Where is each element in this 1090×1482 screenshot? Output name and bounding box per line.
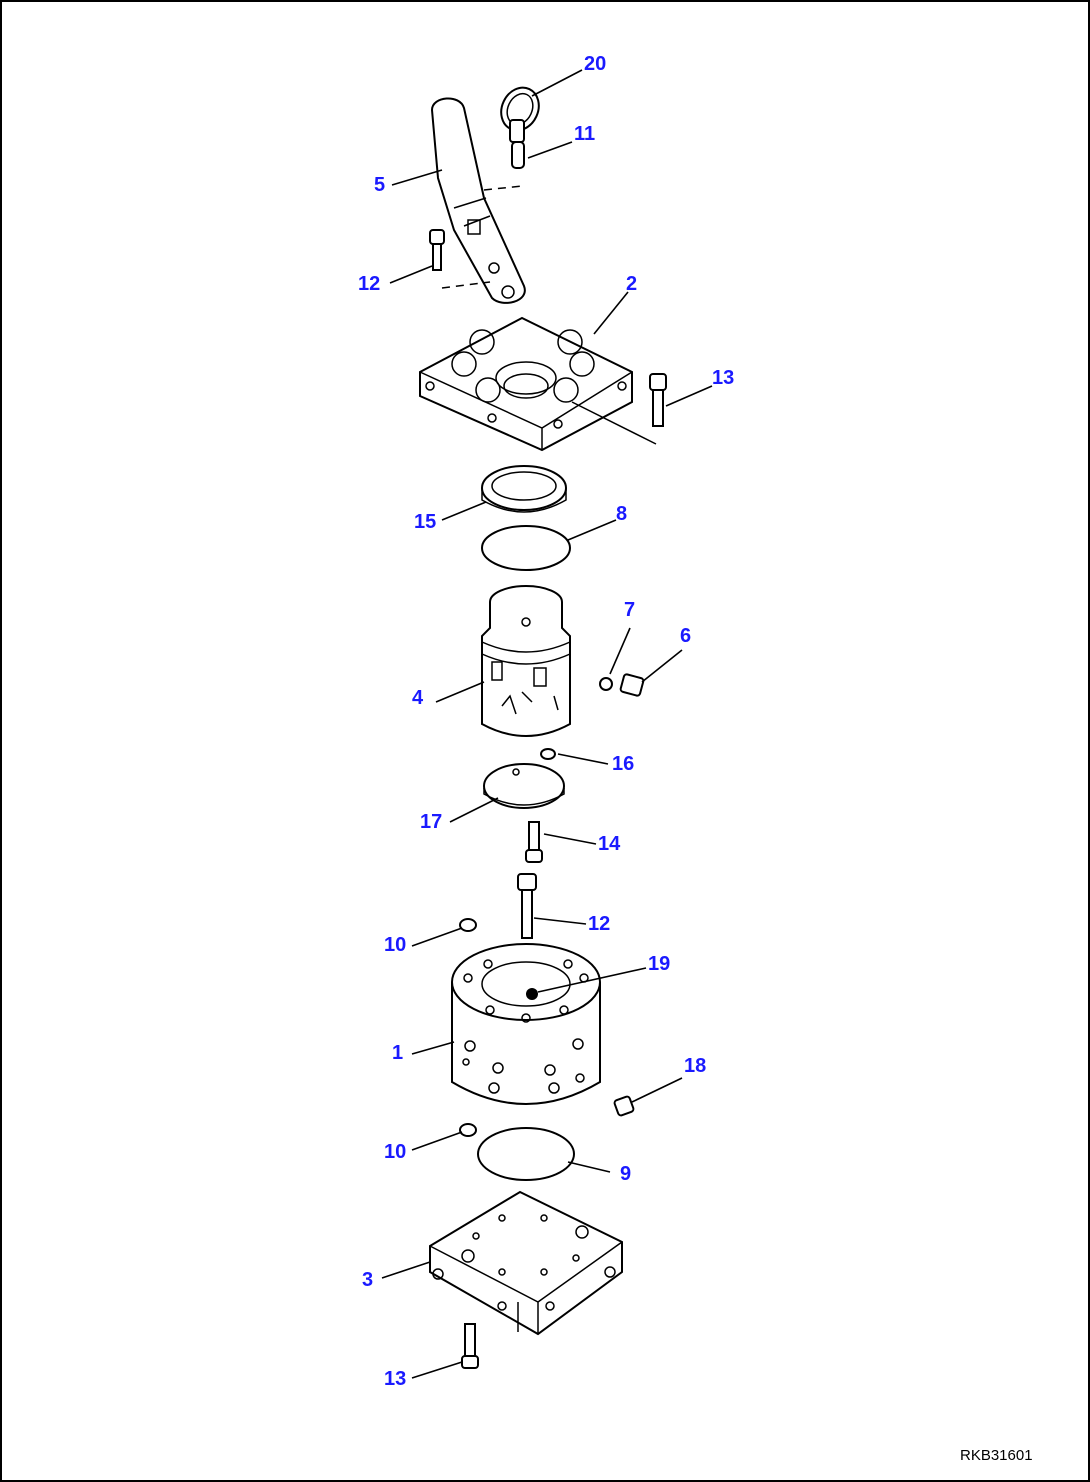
callout-4: 4 [412, 687, 424, 709]
callout-13-lower: 13 [384, 1368, 406, 1390]
part-2-top-plate [419, 316, 633, 452]
reference-code: RKB31601 [960, 1447, 1033, 1464]
callout-13-upper: 13 [712, 367, 734, 389]
part-9-o-ring [477, 1127, 575, 1181]
callout-12-upper: 12 [358, 273, 380, 295]
callout-7: 7 [624, 599, 635, 621]
part-11-pin [509, 119, 525, 169]
part-7-ball [599, 677, 613, 691]
callout-20: 20 [584, 53, 606, 75]
callout-3: 3 [362, 1269, 373, 1291]
callout-6: 6 [680, 625, 691, 647]
callout-11: 11 [574, 123, 595, 145]
part-1-body [451, 943, 601, 1105]
part-14-bolt [525, 821, 543, 863]
part-13-upper-bolt [649, 373, 667, 427]
callout-1: 1 [392, 1042, 403, 1064]
part-15-bushing [481, 465, 567, 513]
callout-15: 15 [414, 511, 436, 533]
part-10-upper-seal [459, 918, 477, 932]
part-12-upper-screw [429, 229, 445, 271]
callout-18: 18 [684, 1055, 706, 1077]
part-8-o-ring [481, 525, 571, 571]
part-6-plug [619, 673, 645, 697]
part-4-spool [481, 585, 571, 737]
part-13-lower-bolt [461, 1323, 479, 1369]
callout-8: 8 [616, 503, 627, 525]
leader-lines [381, 69, 713, 1379]
part-12-lower-screw [517, 873, 537, 939]
part-3-bottom-plate [429, 1190, 623, 1336]
callout-19: 19 [648, 953, 670, 975]
part-16-seal [540, 748, 556, 760]
part-18-plug [613, 1095, 635, 1117]
callout-9: 9 [620, 1163, 631, 1185]
callout-12-lower: 12 [588, 913, 610, 935]
callout-10-upper: 10 [384, 934, 406, 956]
callout-10-lower: 10 [384, 1141, 406, 1163]
part-19-marker [526, 988, 538, 1000]
part-5-lever [430, 97, 526, 304]
callout-5: 5 [374, 174, 385, 196]
part-17-disc [483, 763, 565, 809]
callout-2: 2 [626, 273, 637, 295]
part-10-lower-seal [459, 1123, 477, 1137]
callout-16: 16 [612, 753, 634, 775]
callout-17: 17 [420, 811, 442, 833]
callout-14: 14 [598, 833, 621, 855]
